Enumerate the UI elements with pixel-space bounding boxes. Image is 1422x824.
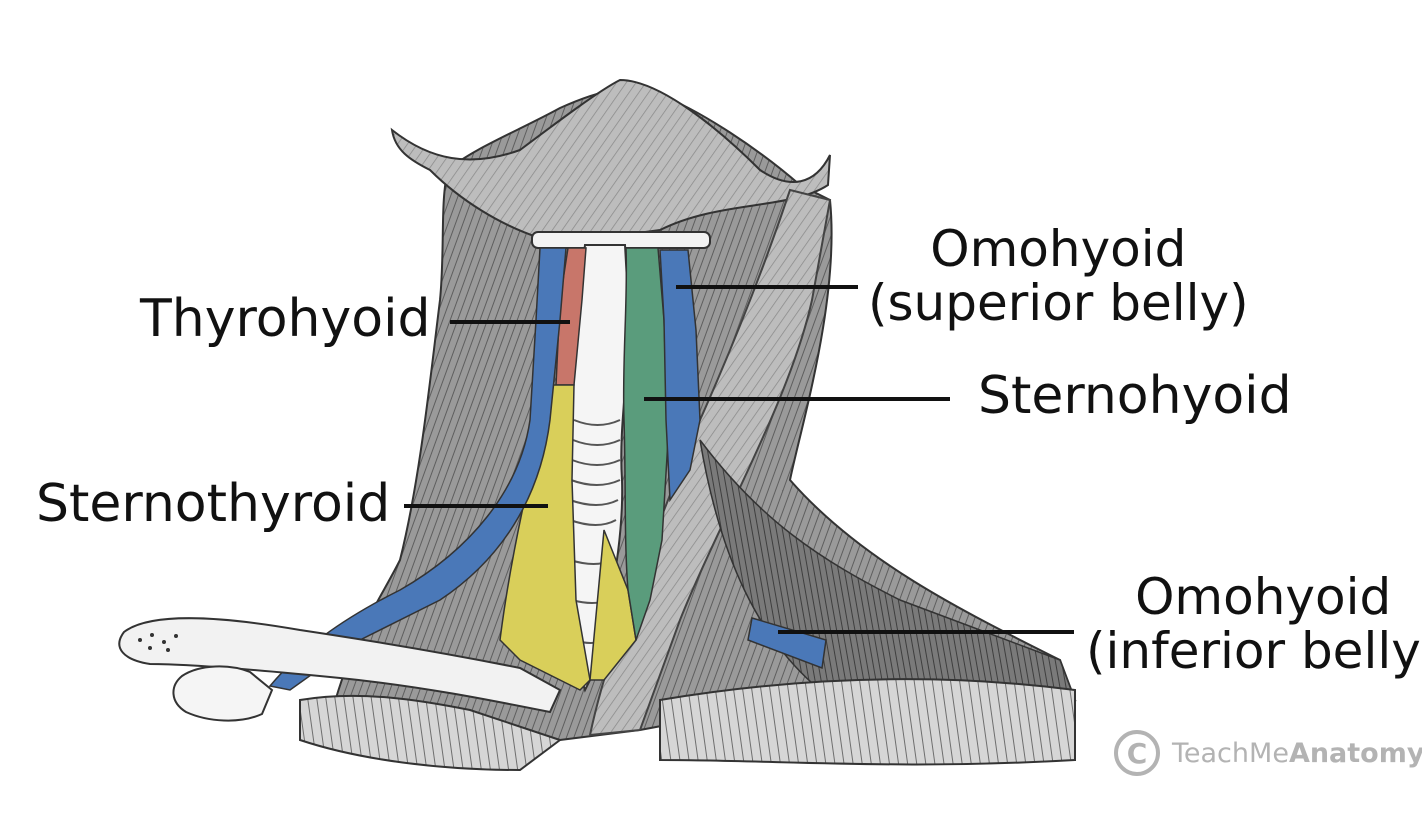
omohyoid-superior-belly [659, 249, 701, 503]
copyright-symbol: C [1126, 736, 1148, 770]
label-sternohyoid: Sternohyoid [978, 370, 1292, 422]
copyright-icon: C [1114, 730, 1160, 776]
leader-lines [404, 285, 1074, 634]
sternohyoid-muscle [622, 247, 669, 641]
chest-region [659, 678, 1076, 766]
label-omohyoid-superior: Omohyoid (superior belly) [868, 224, 1249, 328]
chest-region-left [299, 694, 563, 772]
watermark: C TeachMeAnatomy [1114, 730, 1422, 776]
label-sternohyoid-text: Sternohyoid [978, 366, 1292, 426]
label-omohyoid-superior-name: Omohyoid [930, 220, 1187, 278]
label-thyrohyoid: Thyrohyoid [140, 293, 431, 345]
label-omohyoid-inferior-sub: (inferior belly) [1086, 622, 1422, 680]
label-omohyoid-superior-sub: (superior belly) [868, 274, 1249, 332]
watermark-text: TeachMeAnatomy [1172, 738, 1422, 769]
shoulder-bone [172, 665, 274, 722]
clavicle [118, 617, 562, 714]
label-thyrohyoid-text: Thyrohyoid [140, 289, 431, 349]
label-sternothyroid: Sternothyroid [36, 478, 390, 530]
mandible [390, 78, 831, 239]
label-sternothyroid-text: Sternothyroid [36, 474, 391, 534]
sternothyroid-muscle-right [589, 529, 637, 681]
watermark-text-light: TeachMe [1172, 737, 1289, 769]
clavicle-dots [138, 633, 178, 652]
watermark-text-bold: Anatomy [1288, 737, 1422, 769]
label-omohyoid-inferior-name: Omohyoid [1135, 568, 1392, 626]
label-omohyoid-inferior: Omohyoid (inferior belly) [1086, 572, 1422, 676]
